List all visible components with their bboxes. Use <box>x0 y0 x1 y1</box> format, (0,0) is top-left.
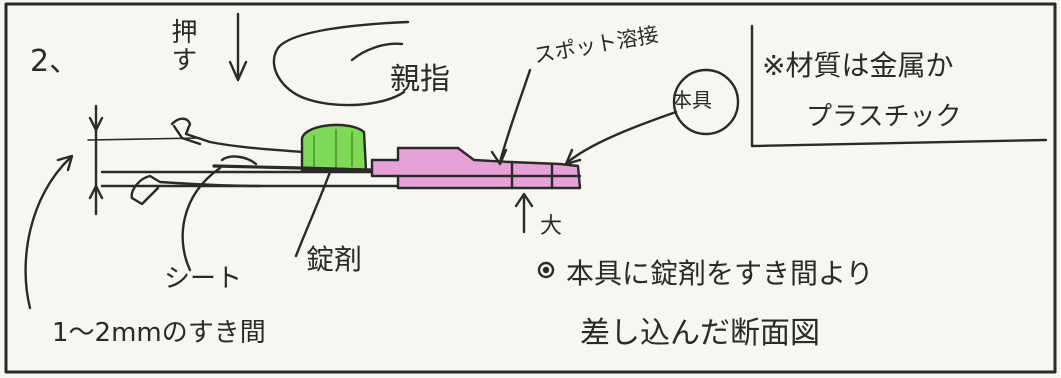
note-line-2: プラスチック <box>806 102 962 132</box>
tool-arrowhead <box>564 148 582 166</box>
dimension-arrow-down <box>88 116 104 132</box>
caption-bullet-icon <box>537 261 555 279</box>
note-line-1: ※材質は金属か <box>762 49 954 82</box>
spot-weld-arrowhead <box>490 148 508 166</box>
dimension-arrow-up <box>88 184 104 200</box>
spot-weld-leader <box>498 68 532 164</box>
gap-leader-arrowhead <box>56 154 74 172</box>
outer-frame <box>4 2 1057 374</box>
step-number: 2、 <box>30 44 80 79</box>
tablet-shape <box>300 123 368 172</box>
thumb-nail-line <box>350 42 404 62</box>
large-pointer-arrowhead <box>514 192 534 208</box>
caption-line-1: 本具に錠剤をすき間より <box>566 257 874 290</box>
tablet-leader <box>294 170 332 258</box>
push-label: 押す <box>167 18 197 74</box>
thumb-outline <box>272 20 410 107</box>
tool-label-circle <box>672 68 740 136</box>
tool-leader <box>566 110 678 164</box>
note-box-border <box>750 24 1048 148</box>
caption-bullet-dot <box>542 266 550 274</box>
push-arrowhead <box>228 60 248 82</box>
caption-line-2: 差し込んだ断面図 <box>580 316 820 351</box>
gap-leader-arrow <box>24 156 72 310</box>
sheet-curl <box>220 155 258 166</box>
lower-handle-edge <box>130 186 160 206</box>
gap-label: 1～2mmのすき間 <box>52 318 266 348</box>
thumb-label: 親指 <box>390 62 450 97</box>
tool-label: 本具 <box>672 88 712 112</box>
upper-handle <box>170 117 304 154</box>
tablet-hatching <box>313 129 353 169</box>
dimension-ext-upper <box>87 137 201 141</box>
tablet-label: 錠剤 <box>306 243 363 276</box>
sheet-label: シート <box>164 264 243 294</box>
sheet-leader <box>181 166 222 272</box>
tool-body <box>370 146 582 190</box>
large-label: 大 <box>540 214 563 239</box>
